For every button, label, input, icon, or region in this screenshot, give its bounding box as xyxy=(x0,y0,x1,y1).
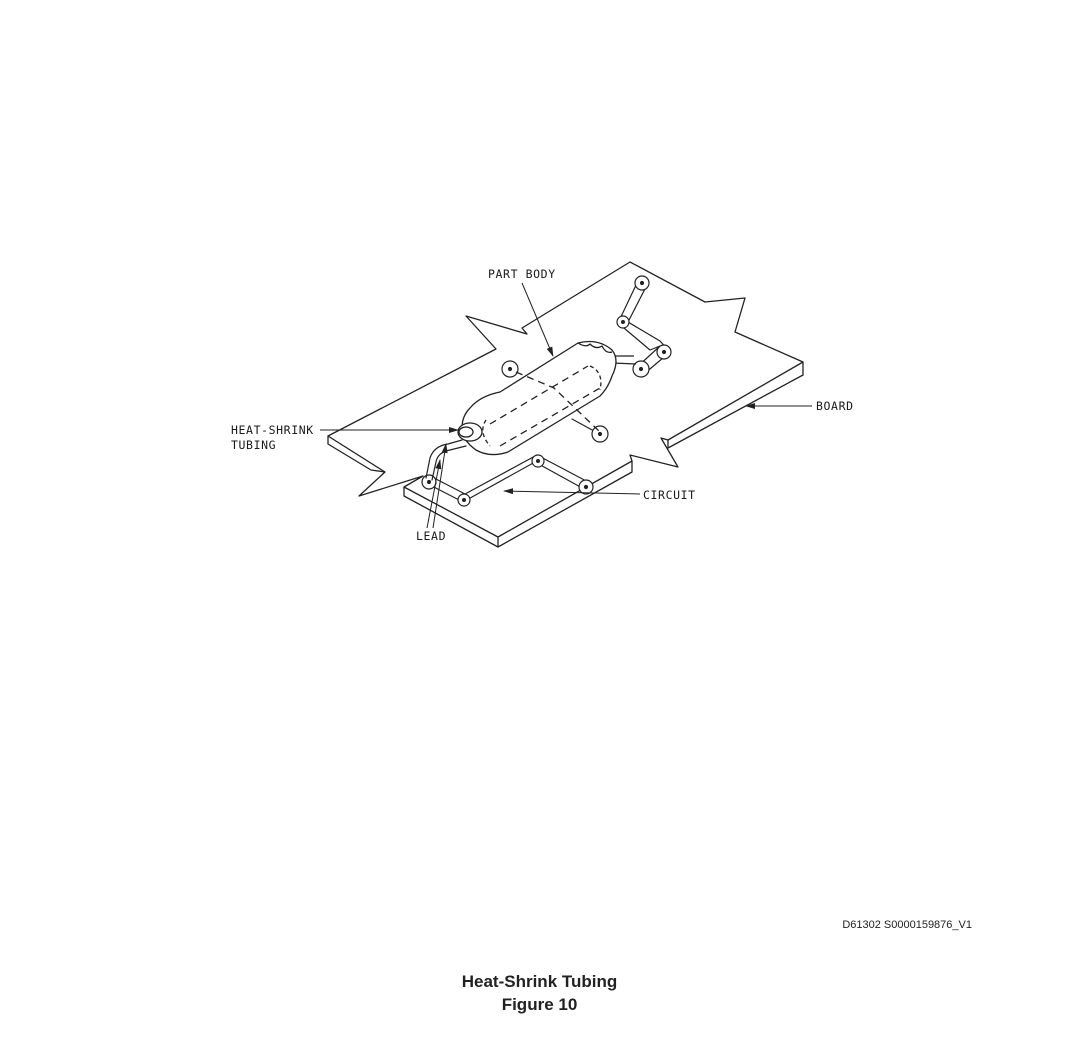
figure-title: Heat-Shrink Tubing xyxy=(461,972,618,991)
circuit-traces xyxy=(421,275,672,507)
heat-shrink-label-line2: TUBING xyxy=(231,438,276,452)
document-id: D61302 S0000159876_V1 xyxy=(842,919,972,931)
part-body-leader xyxy=(521,282,554,357)
lead-leader-2 xyxy=(426,459,442,529)
circuit-leader xyxy=(503,488,641,495)
part-body-label: PART BODY xyxy=(488,267,556,281)
callout-leaders xyxy=(320,282,812,529)
figure-number: Figure 10 xyxy=(501,995,578,1014)
part-body xyxy=(457,340,637,456)
board-label: BOARD xyxy=(816,399,854,413)
circuit-label: CIRCUIT xyxy=(643,488,696,502)
lead-label: LEAD xyxy=(416,529,446,543)
heat-shrink-label-line1: HEAT-SHRINK xyxy=(231,423,314,437)
lead-leader xyxy=(432,443,448,529)
